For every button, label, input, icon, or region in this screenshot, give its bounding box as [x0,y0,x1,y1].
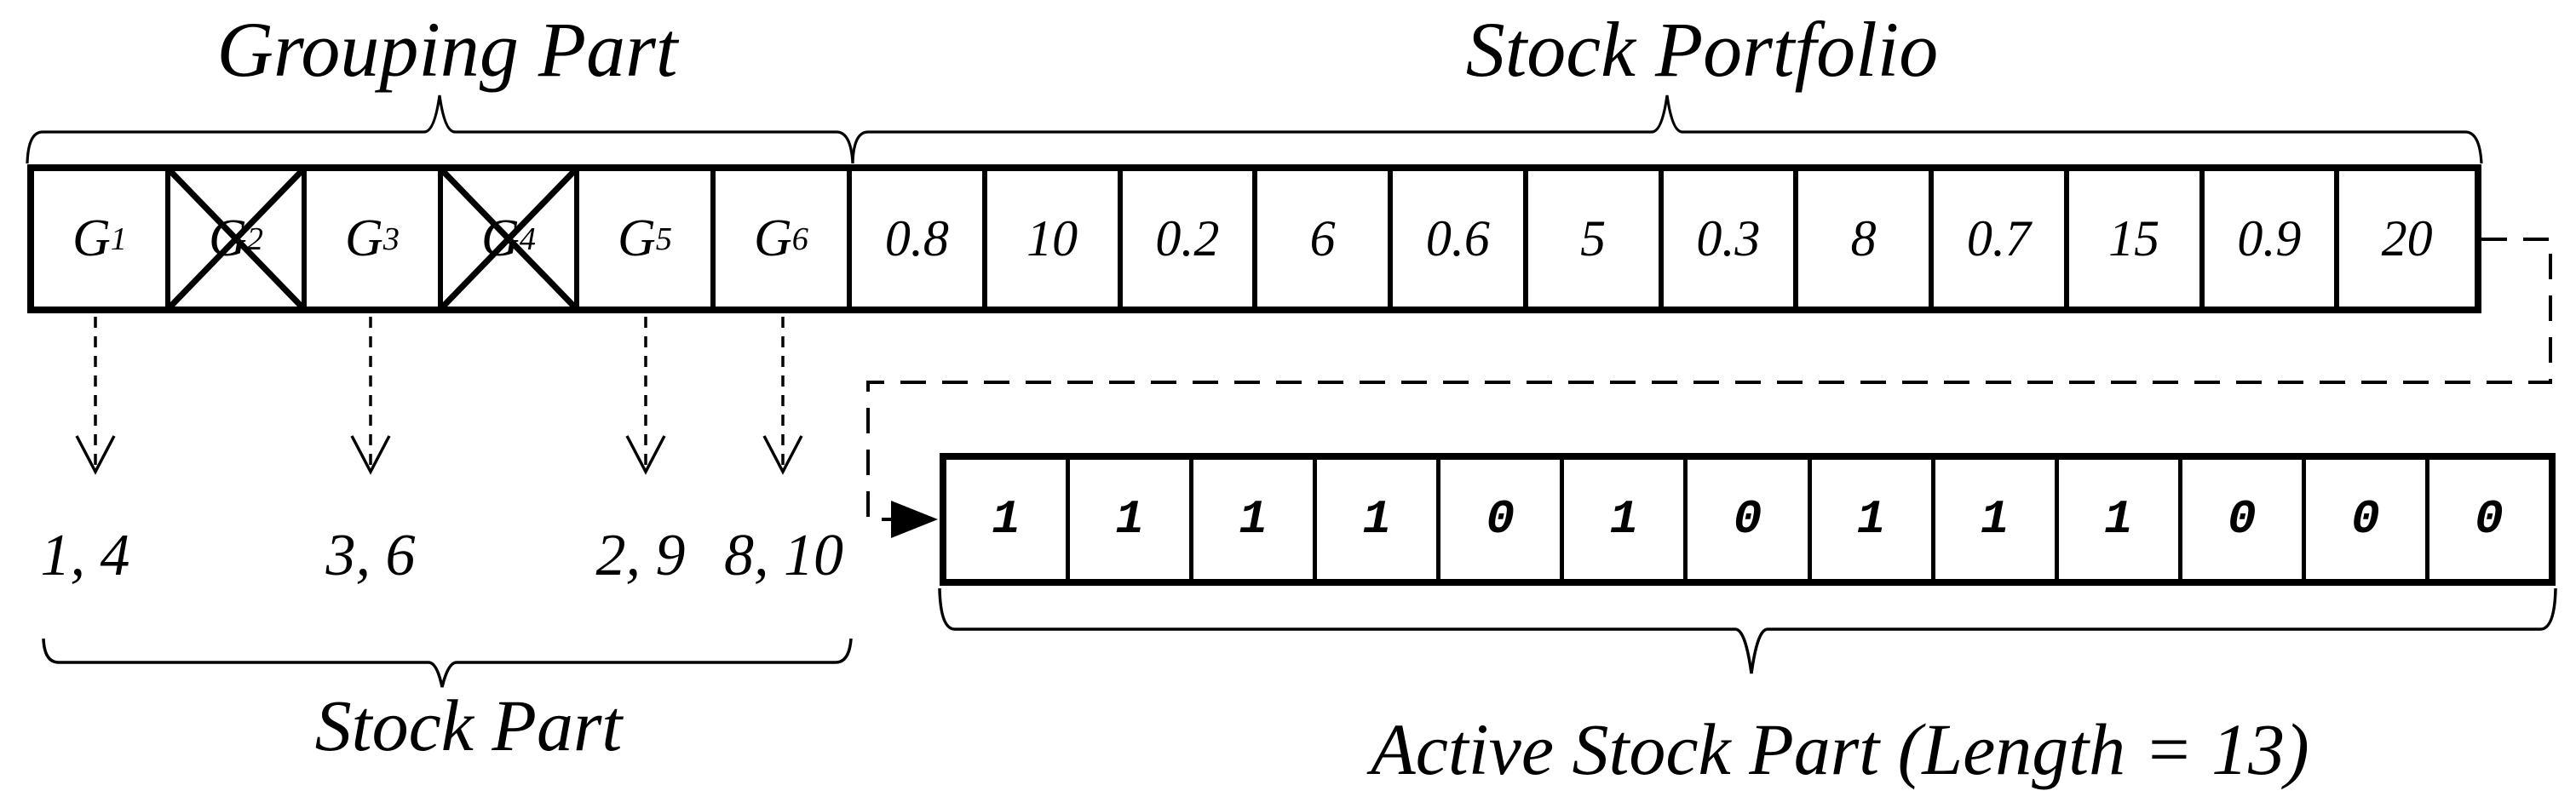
group-stocks-label: 3, 6 [325,523,416,588]
portfolio-cell: 0.7 [1934,171,2069,307]
portfolio-cell: 0.9 [2205,171,2340,307]
active-bit-cell: 0 [2475,492,2504,547]
active-bit-cell: 1 [1812,460,1935,579]
arrowhead-open-icon [75,435,116,475]
arrowhead-open-icon [625,435,666,475]
cross-out-icon [443,171,574,307]
group-stocks-label: 2, 9 [595,523,686,588]
grouping-brace [26,95,854,164]
stock-portfolio-label: Stock Portfolio [1465,6,1939,93]
portfolio-cell: 20 [2381,210,2433,266]
portfolio-cell: 0.6 [1393,171,1528,307]
group-stocks-label: 1, 4 [40,523,130,588]
active-bit-cell: 0 [2182,460,2306,579]
grouping-part-label: Grouping Part [216,6,678,93]
portfolio-cell: 10 [987,171,1123,307]
active-bit-cell: 0 [2306,460,2429,579]
active-stock-part-label: Active Stock Part (Length = 13) [1371,708,2309,790]
active-bit-cell: 1 [2059,460,2182,579]
active-bit-cell: 1 [1935,460,2059,579]
active-bit-cell: 1 [1070,460,1194,579]
portfolio-cell: 0.3 [1664,171,1799,307]
active-brace [938,587,2557,674]
portfolio-cell: 8 [1798,171,1934,307]
group-stocks-label: 8, 10 [724,523,843,588]
arrowhead-open-icon [762,435,803,475]
stockpart-brace [42,638,853,688]
portfolio-cell: 6 [1257,171,1393,307]
active-bit-cell: 1 [946,460,1071,579]
active-bit-cell: 1 [1193,460,1318,579]
portfolio-brace [851,95,2483,164]
stock-part-label: Stock Part [314,685,623,766]
active-bit-cell: 1 [1564,460,1688,579]
portfolio-cell: 15 [2069,171,2205,307]
arrowhead-open-icon [350,435,391,475]
portfolio-cell: 0.2 [1123,171,1258,307]
group-to-stocks-arrows [75,317,803,475]
active-bit-cell: 0 [1440,460,1565,579]
portfolio-cell: 5 [1528,171,1664,307]
active-stock-row: 1 1 1 1 0 1 0 1 1 1 0 0 0 [940,453,2556,586]
active-bit-cell: 1 [1317,460,1441,579]
portfolio-cell: 0.8 [852,171,987,307]
active-bit-cell: 0 [1688,460,1812,579]
cross-out-icon [170,171,302,307]
